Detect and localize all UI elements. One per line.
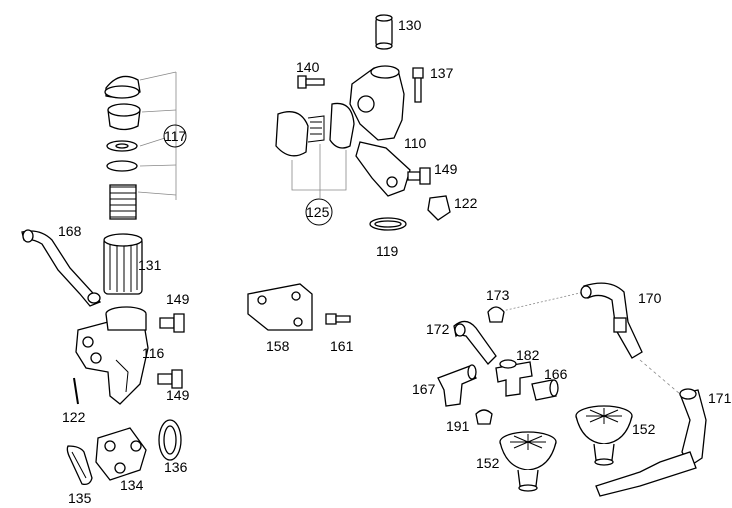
label-167: 167 <box>412 381 436 397</box>
label-110: 110 <box>404 135 427 151</box>
label-191: 191 <box>446 418 470 434</box>
part-152-separator-right <box>575 405 633 466</box>
part-166-sleeve <box>531 379 559 401</box>
bolt-137 <box>412 67 424 103</box>
label-173: 173 <box>486 287 510 303</box>
bolt-161 <box>325 313 351 325</box>
part-173-clamp <box>487 306 505 323</box>
label-117: 117 <box>164 128 187 144</box>
label-119: 119 <box>376 243 399 259</box>
label-182: 182 <box>516 347 540 363</box>
label-170: 170 <box>638 290 662 306</box>
part-191-clamp <box>475 409 493 425</box>
part-168-hose <box>21 229 102 307</box>
part-labels: 130 140 137 110 149 122 125 119 117 168 … <box>58 17 732 506</box>
part-170-hose <box>497 282 643 359</box>
label-131: 131 <box>138 257 162 273</box>
label-166: 166 <box>544 366 568 382</box>
label-135: 135 <box>68 490 92 506</box>
callout-125: 125 <box>305 198 333 226</box>
bolt-149-lower <box>157 369 183 389</box>
label-152-right: 152 <box>632 421 656 437</box>
part-119-ring <box>369 217 407 231</box>
part-131-filter <box>103 233 143 295</box>
label-158: 158 <box>266 338 290 354</box>
part-136-ring <box>158 419 182 461</box>
part-122-seal-center <box>427 195 451 221</box>
part-125-gasket-spring <box>275 102 355 198</box>
label-171: 171 <box>708 390 732 406</box>
part-171-hose <box>595 359 707 497</box>
label-116: 116 <box>142 345 165 361</box>
part-117-cap-stack <box>104 75 141 220</box>
label-122-left: 122 <box>62 409 86 425</box>
label-152-left: 152 <box>476 455 500 471</box>
label-125: 125 <box>306 204 330 220</box>
part-130-sleeve <box>375 14 393 50</box>
part-182-tee <box>495 359 533 397</box>
part-172-hose <box>453 320 497 365</box>
label-140: 140 <box>296 59 320 75</box>
label-172: 172 <box>426 321 450 337</box>
part-152-separator-left <box>499 431 557 492</box>
label-134: 134 <box>120 477 144 493</box>
part-158-bracket <box>247 283 313 331</box>
label-161: 161 <box>330 338 354 354</box>
part-134-flange <box>95 427 147 481</box>
label-136: 136 <box>164 459 188 475</box>
label-168: 168 <box>58 223 82 239</box>
label-130: 130 <box>398 17 422 33</box>
label-149-upper: 149 <box>166 291 190 307</box>
label-122-center: 122 <box>454 195 478 211</box>
bolt-149-upper <box>159 313 185 333</box>
part-116-housing <box>75 306 149 405</box>
bolt-149-center <box>407 167 431 185</box>
part-122-seal-left <box>73 377 79 405</box>
leader-lines-117 <box>137 71 187 200</box>
label-149-center: 149 <box>434 161 458 177</box>
bolt-140 <box>297 75 325 89</box>
label-149-lower: 149 <box>166 387 190 403</box>
part-135-gasket <box>66 445 93 486</box>
part-167-elbow <box>437 364 477 407</box>
label-137: 137 <box>430 65 454 81</box>
part-110-pump-housing <box>349 65 411 197</box>
